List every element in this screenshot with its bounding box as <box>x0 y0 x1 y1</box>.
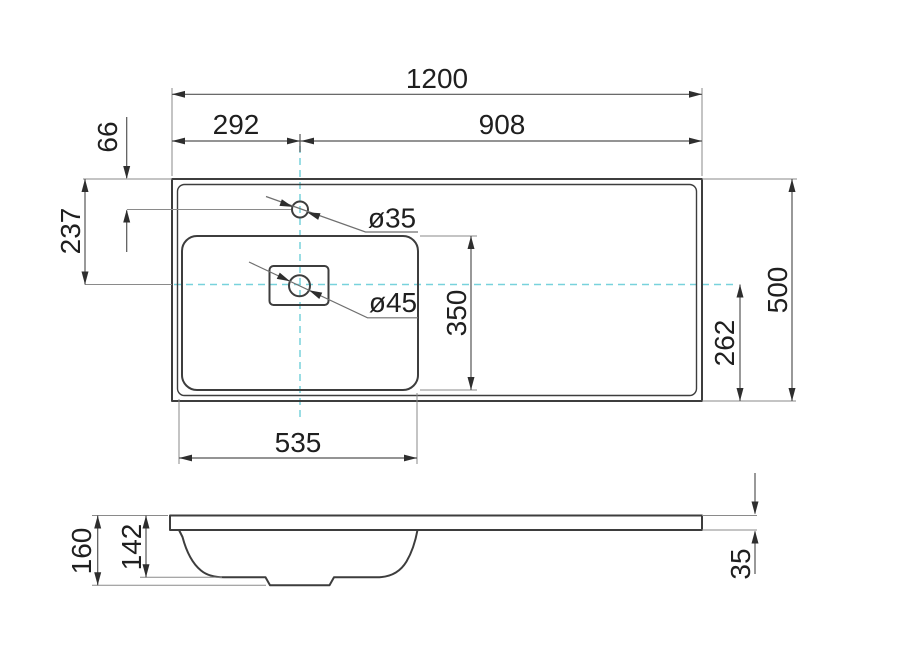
bowl-profile <box>178 529 419 587</box>
label-drain-diameter: ø45 <box>248 261 418 319</box>
dim-label-262: 262 <box>709 320 740 367</box>
dim-label-d45: ø45 <box>369 287 417 318</box>
dim-overall-width: 1200 <box>171 63 703 176</box>
dim-overall-depth: 500 <box>702 178 797 402</box>
basin-outline <box>181 235 419 391</box>
dim-basin-width: 535 <box>178 393 418 464</box>
faucet-hole <box>291 200 309 219</box>
dim-label-292: 292 <box>213 109 260 140</box>
dim-label-908: 908 <box>479 109 526 140</box>
label-faucet-diameter: ø35 <box>265 195 418 234</box>
dim-label-d35: ø35 <box>368 203 416 234</box>
sink-inner-edge <box>176 183 698 397</box>
dim-label-500: 500 <box>762 267 793 314</box>
dim-label-35: 35 <box>725 548 756 579</box>
drain-recess <box>268 265 330 306</box>
drain <box>268 265 330 306</box>
dim-top-to-faucet: 66 <box>92 117 131 252</box>
dim-basin-depth: 350 <box>420 235 477 391</box>
top-view: 1200 292 908 66 237 <box>55 63 797 464</box>
slab-section <box>169 514 703 531</box>
dim-centerline-to-bottom: 262 <box>709 284 744 401</box>
centerlines <box>174 146 733 421</box>
drain-hole <box>288 274 311 298</box>
dim-label-160: 160 <box>66 528 97 575</box>
dim-total-height: 160 <box>66 515 266 586</box>
dim-label-66: 66 <box>92 121 123 152</box>
dim-top-to-centerline: 237 <box>55 179 89 285</box>
side-view: 160 142 35 <box>66 473 759 587</box>
sink-outer-edge <box>171 178 703 402</box>
dim-label-237: 237 <box>55 208 86 255</box>
dim-bowl-depth: 142 <box>116 515 222 578</box>
dim-slab-thickness: 35 <box>725 473 759 580</box>
dim-label-350: 350 <box>441 290 472 337</box>
dim-label-142: 142 <box>116 524 147 571</box>
dim-label-1200: 1200 <box>406 63 468 94</box>
dim-faucet-position: 292 908 <box>172 109 702 152</box>
dim-label-535: 535 <box>275 427 322 458</box>
